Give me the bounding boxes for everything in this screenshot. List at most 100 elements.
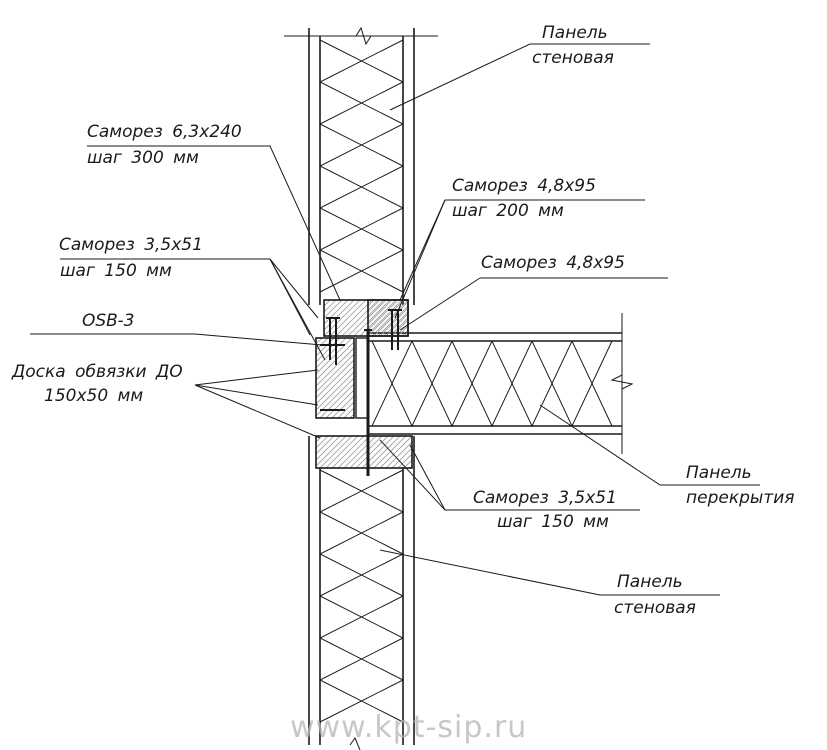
upper-wall-insulation [318, 39, 405, 293]
hatch-line [316, 436, 347, 467]
hatch-line [368, 300, 405, 336]
hatch-line [316, 338, 341, 363]
leader-15 [539, 404, 760, 486]
hatch-line [337, 436, 371, 468]
hatch-line [377, 305, 408, 336]
hatch-line [414, 300, 450, 336]
wall-panel-bottom-label-1: Панель [617, 572, 683, 592]
joint-stud [355, 337, 369, 419]
hatch-line [410, 338, 490, 418]
leader-8 [269, 258, 326, 361]
break-symbol-top [355, 26, 372, 46]
hatch-line [383, 311, 408, 336]
wall-panel-top-label-2: стеновая [532, 48, 614, 68]
floor-insulation [371, 339, 613, 428]
hatch-line [440, 300, 476, 336]
board-label-1: Доска обвязки ДО [12, 362, 183, 382]
screw-4-8-step-label-1: Саморез 4,8х95 [452, 176, 596, 196]
lower-wall-top-plate-outline [315, 435, 413, 469]
wall-panel-top-label-1: Панель [542, 23, 608, 43]
hatch-line [385, 441, 412, 468]
hatch-line [403, 459, 412, 468]
hatch-line [337, 401, 354, 418]
hatch-line [368, 300, 399, 331]
board-label-2: 150х50 мм [44, 386, 144, 406]
rim-board [316, 338, 490, 418]
hatch-line [316, 436, 329, 449]
hatch-line [395, 323, 408, 336]
hatch-line [343, 436, 377, 468]
upper-wall-insulation [318, 39, 405, 293]
hatch-line [331, 395, 354, 418]
screw-3-5-right-label-1: Саморез 3,5х51 [473, 488, 617, 508]
hatch-line [355, 436, 389, 468]
hatch-line [397, 325, 408, 336]
screw-4-8-step-label-2: шаг 200 мм [452, 201, 564, 221]
hatch-line [331, 436, 365, 468]
hatch-line [368, 300, 387, 319]
hatch-line [434, 300, 470, 336]
hatch-line [368, 300, 381, 313]
lower-wall-top-plate [316, 436, 472, 468]
leader-10 [399, 277, 481, 331]
leader-11 [30, 333, 323, 346]
lower-wall-insulation [318, 469, 405, 723]
hatch-line [316, 338, 335, 357]
leader-17 [409, 444, 446, 511]
hatch-line [319, 436, 353, 468]
leader-5 [394, 199, 446, 319]
hatch-line [316, 359, 354, 399]
hatch-line [367, 436, 401, 468]
wall-panel-bottom-label-2: стеновая [614, 598, 696, 618]
hatch-line [316, 338, 347, 369]
hatch-line [316, 436, 335, 455]
screw-3-5-right-label-2: шаг 150 мм [497, 512, 609, 532]
floor-panel-label-1: Панель [686, 463, 752, 483]
hatch-line [373, 436, 407, 468]
hatch-line [428, 436, 460, 468]
hatch-line [316, 436, 317, 437]
screw-3-5-left-label-1: Саморез 3,5х51 [59, 235, 203, 255]
hatch-line [422, 436, 454, 468]
leader-13 [194, 384, 319, 406]
screw-3-5-left-label-2: шаг 150 мм [60, 261, 172, 281]
structure [284, 26, 634, 750]
site-watermark: www.kpt-sip.ru [290, 710, 528, 745]
hatch-line [349, 413, 354, 418]
hatch-line [335, 300, 373, 336]
leader-1 [389, 43, 650, 111]
hatch-line [410, 300, 446, 336]
hatch-line [438, 300, 474, 336]
leader-2 [87, 145, 341, 301]
hatch-line [324, 300, 325, 301]
leader-18 [379, 439, 446, 511]
hatch-line [316, 347, 354, 387]
hatch-line [349, 436, 383, 468]
hatch-line [353, 300, 391, 336]
hatch-line [324, 300, 337, 313]
hatch-line [440, 436, 472, 468]
hatch-line [422, 300, 458, 336]
hatch-line [374, 338, 454, 418]
hatch-line [379, 436, 412, 468]
hatch-line [324, 300, 343, 319]
hatch-line [368, 300, 393, 325]
hatch-line [316, 338, 317, 339]
hatch-line [392, 338, 472, 418]
hatch-line [434, 436, 466, 468]
hatch-line [316, 436, 341, 461]
leader-12 [194, 369, 319, 386]
hatch-line [397, 453, 412, 468]
hatch-line [325, 436, 359, 468]
floor-insulation [371, 339, 613, 428]
hatch-line [325, 389, 354, 418]
hatch-line [371, 300, 408, 336]
hatch-line [316, 341, 354, 381]
hatch-line [347, 300, 385, 336]
break-symbol-bottom [349, 736, 361, 750]
hatch-line [403, 331, 408, 336]
hatch-line [316, 338, 353, 375]
hatch-line [416, 300, 452, 336]
leader-19 [379, 549, 720, 596]
